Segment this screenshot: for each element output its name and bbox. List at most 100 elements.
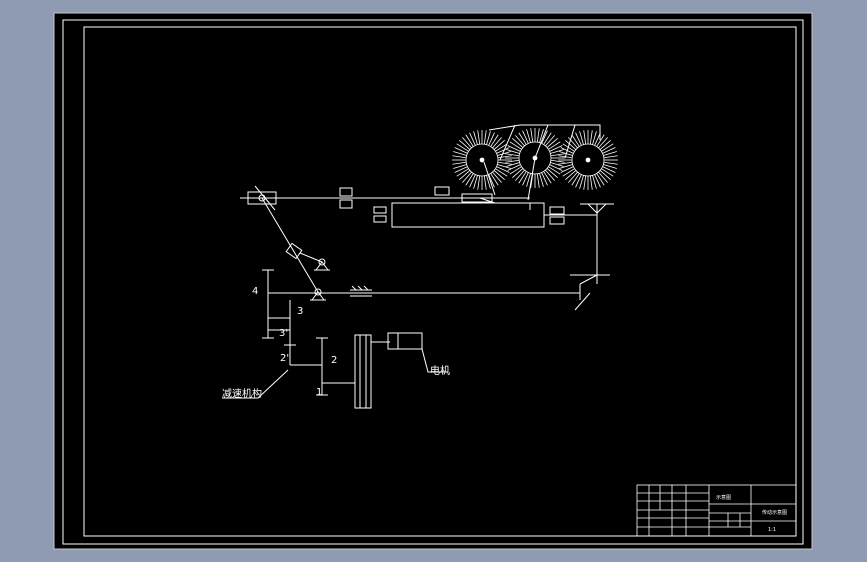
brush-bristle bbox=[492, 137, 502, 149]
brush-bristle bbox=[598, 171, 608, 183]
brush-bristle bbox=[539, 129, 544, 143]
brush-bristle bbox=[518, 171, 527, 184]
brush-bristle bbox=[492, 171, 502, 183]
brush-bristle bbox=[550, 149, 564, 154]
brush-bristle bbox=[465, 134, 474, 147]
brush-bristle bbox=[560, 166, 574, 173]
brush-center-1 bbox=[479, 157, 485, 163]
brush-bristle bbox=[568, 171, 578, 183]
brush-bristle bbox=[592, 175, 597, 189]
brush-bristle bbox=[453, 151, 467, 156]
brush-bristle bbox=[549, 145, 563, 152]
brush-bristle bbox=[496, 147, 510, 154]
brush-bristle bbox=[469, 174, 476, 188]
brush-bristle bbox=[473, 175, 478, 189]
brush-bristle bbox=[549, 164, 563, 171]
brush-bristle bbox=[541, 172, 548, 186]
brush-bristle bbox=[454, 147, 468, 154]
brush-bristle bbox=[594, 174, 601, 188]
brush-bristle bbox=[601, 143, 614, 152]
brush-bristle bbox=[459, 170, 471, 180]
brush-bristle bbox=[509, 141, 522, 150]
main-shaft bbox=[268, 285, 580, 297]
brush-bristle bbox=[541, 130, 548, 144]
brush-bristle bbox=[565, 140, 577, 150]
label-reducer: 减速机构 bbox=[222, 387, 262, 400]
brush-bristle bbox=[486, 131, 491, 145]
brush-bristle bbox=[603, 161, 618, 165]
brush-bristle bbox=[507, 145, 521, 152]
brush-bristle bbox=[539, 173, 544, 187]
brush-bristle bbox=[522, 172, 529, 186]
title-block-note: 示意图 bbox=[716, 494, 731, 501]
title-block-sheet-title: 传动示意图 bbox=[762, 509, 787, 516]
brush-rollers bbox=[452, 128, 618, 190]
brush-bristle bbox=[490, 134, 499, 147]
brush-bristle bbox=[497, 161, 512, 165]
brush-bristle bbox=[548, 141, 561, 150]
brush-bristle bbox=[602, 147, 616, 154]
title-block bbox=[636, 484, 797, 537]
brush-bristle bbox=[603, 151, 617, 156]
label-motor: 电机 bbox=[430, 364, 450, 377]
brush-bristle bbox=[536, 128, 540, 143]
brush-bristle bbox=[477, 175, 481, 190]
brush-bristle bbox=[536, 173, 540, 188]
brush-bristle bbox=[506, 162, 520, 167]
brush-bristle bbox=[483, 130, 487, 145]
brush-bristle bbox=[589, 175, 593, 190]
brush-bristle bbox=[452, 155, 467, 159]
belt-drive bbox=[354, 334, 372, 409]
slider-crank-mechanism bbox=[240, 185, 614, 311]
brush-bristle bbox=[543, 132, 552, 145]
brush-bristle bbox=[568, 137, 578, 149]
brush-bristle bbox=[599, 170, 611, 180]
brush-bristle bbox=[545, 135, 555, 147]
brush-bristle bbox=[509, 166, 522, 175]
brush-bristle bbox=[497, 164, 511, 169]
label-gear-2p: 2' bbox=[280, 353, 289, 364]
brush-bristle bbox=[603, 155, 618, 159]
brush-bristle bbox=[488, 174, 495, 188]
brush-bristle bbox=[459, 140, 471, 150]
brush-bristle bbox=[462, 137, 472, 149]
brush-bristle bbox=[550, 159, 565, 163]
brush-bristle bbox=[546, 138, 558, 148]
title-block-scale: 1:1 bbox=[768, 527, 776, 533]
brush-bristle bbox=[559, 164, 573, 169]
brush-bristle bbox=[596, 173, 605, 186]
brush-bristle bbox=[493, 140, 505, 150]
gear-train bbox=[262, 269, 423, 409]
brush-bristle bbox=[493, 170, 505, 180]
brush-bristle bbox=[496, 166, 510, 173]
brush-bristle bbox=[456, 143, 469, 152]
brush-bristle bbox=[550, 162, 564, 167]
brush-bristle bbox=[497, 151, 511, 156]
brush-bristle bbox=[518, 132, 527, 145]
brush-bristle bbox=[488, 132, 495, 146]
brush-bristle bbox=[543, 171, 552, 184]
brush-bristle bbox=[583, 130, 587, 145]
brush-bristle bbox=[454, 166, 468, 173]
brush-bristle bbox=[579, 175, 584, 189]
label-gear-1: 1 bbox=[316, 387, 322, 398]
brush-bristle bbox=[575, 174, 582, 188]
brush-bristle bbox=[596, 134, 605, 147]
brush-bristle bbox=[530, 128, 534, 143]
brush-bristle bbox=[497, 155, 512, 159]
brush-bristle bbox=[495, 168, 508, 177]
label-gear-3: 3 bbox=[297, 306, 303, 317]
drawing-sheet bbox=[53, 12, 813, 550]
brush-bristle bbox=[452, 161, 467, 165]
brush-bristle bbox=[571, 134, 580, 147]
brush-bristle bbox=[522, 130, 529, 144]
brush-bristle bbox=[515, 169, 525, 181]
brush-bristle bbox=[599, 140, 611, 150]
brush-bristle bbox=[486, 175, 491, 189]
brush-frame bbox=[483, 124, 601, 201]
brush-bristle bbox=[469, 132, 476, 146]
brush-bristle bbox=[456, 168, 469, 177]
brush-bristle bbox=[592, 131, 597, 145]
